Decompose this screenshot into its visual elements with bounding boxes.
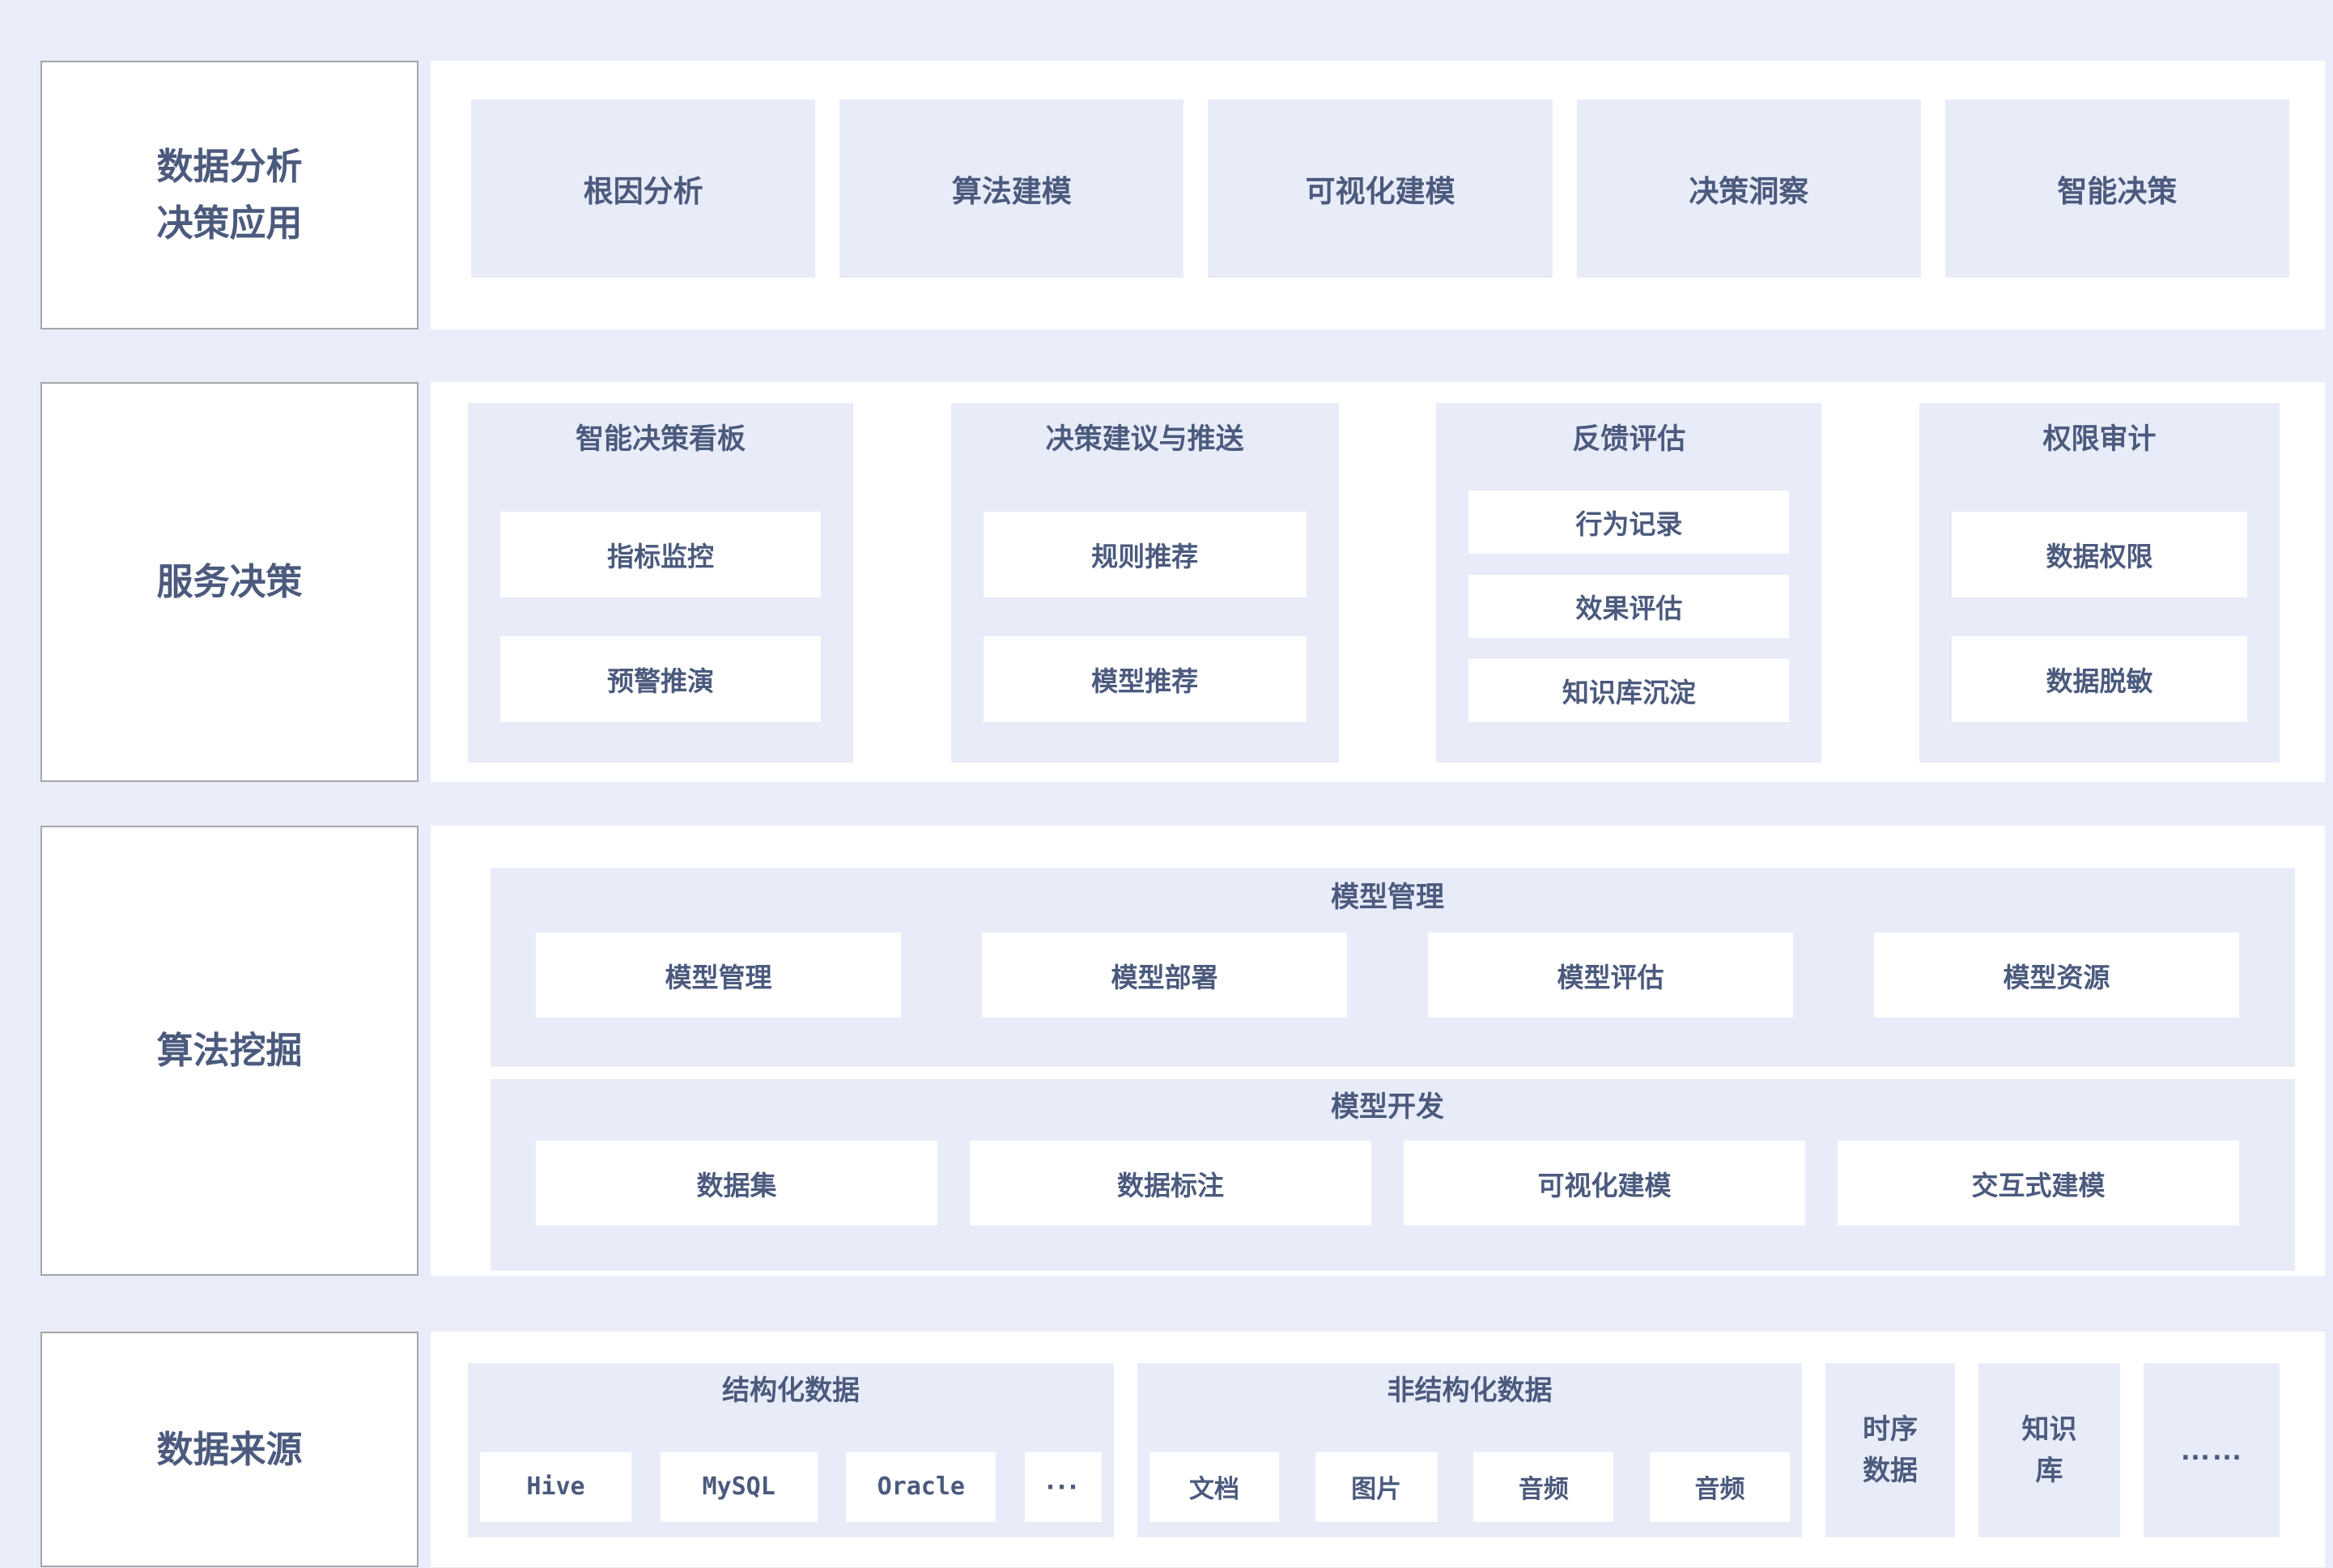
section-item-interactive-modeling: 交互式建模: [1838, 1141, 2239, 1226]
service-group-feedback-evaluation: 反馈评估 行为记录 效果评估 知识库沉淀: [1436, 403, 1822, 763]
group-items: 指标监控 预警推演: [500, 512, 821, 722]
group-title: 权限审计: [2042, 423, 2157, 455]
group-title: 结构化数据: [722, 1375, 860, 1406]
group-items: 文档 图片 音频 音频: [1137, 1451, 1802, 1522]
app-item-intelligent-decision: 智能决策: [1944, 100, 2290, 278]
app-item-algorithm-modeling: 算法建模: [839, 100, 1184, 278]
source-item-image: 图片: [1315, 1451, 1438, 1522]
section-model-development: 模型开发 数据集 数据标注 可视化建模 交互式建模: [491, 1079, 2295, 1271]
app-item-visual-modeling: 可视化建模: [1208, 100, 1553, 278]
group-item-data-masking: 数据脱敏: [1951, 636, 2247, 722]
section-title: 模型开发: [1330, 1091, 1444, 1123]
source-group-unstructured-data: 非结构化数据 文档 图片 音频 音频: [1137, 1363, 1802, 1537]
group-item-data-permission: 数据权限: [1951, 512, 2247, 597]
source-tile-knowledge-base: 知识 库: [1978, 1363, 2120, 1537]
source-item-audio: 音频: [1473, 1451, 1614, 1522]
layer-label-service-decision: 服务决策: [40, 382, 419, 782]
algorithm-mining-band: 模型管理 模型管理 模型部署 模型评估 模型资源 模型开发 数据集 数据标注 可…: [431, 826, 2325, 1276]
group-item-effect-evaluation: 效果评估: [1468, 575, 1790, 638]
group-items: Hive MySQL Oracle ···: [468, 1451, 1114, 1522]
source-item-mysql: MySQL: [660, 1451, 818, 1522]
section-item-data-labeling: 数据标注: [970, 1141, 1371, 1226]
section-items: 数据集 数据标注 可视化建模 交互式建模: [536, 1141, 2239, 1226]
service-group-permission-audit: 权限审计 数据权限 数据脱敏: [1919, 403, 2280, 763]
group-item-warning-simulation: 预警推演: [500, 636, 821, 722]
group-title: 智能决策看板: [575, 423, 746, 455]
source-item-oracle: Oracle: [846, 1451, 997, 1522]
source-item-hive: Hive: [480, 1451, 631, 1522]
section-item-model-resources: 模型资源: [1874, 933, 2239, 1018]
source-item-ellipsis: ···: [1024, 1451, 1102, 1522]
group-title: 非结构化数据: [1387, 1375, 1553, 1406]
app-item-decision-insight: 决策洞察: [1576, 100, 1921, 278]
section-title: 模型管理: [1330, 882, 1444, 913]
section-item-model-deployment: 模型部署: [982, 933, 1347, 1018]
group-item-knowledge-accumulation: 知识库沉淀: [1468, 659, 1790, 722]
layer-label-algorithm-mining: 算法挖掘: [40, 826, 419, 1276]
layer-applications: 数据分析 决策应用 根因分析 算法建模 可视化建模 决策洞察 智能决策: [40, 61, 2325, 329]
group-items: 数据权限 数据脱敏: [1951, 512, 2247, 722]
app-item-root-cause-analysis: 根因分析: [471, 100, 816, 278]
layer-data-sources: 数据来源 结构化数据 Hive MySQL Oracle ··· 非结构化数据 …: [40, 1332, 2325, 1567]
group-item-model-recommendation: 模型推荐: [983, 636, 1307, 722]
section-item-model-evaluation: 模型评估: [1428, 933, 1793, 1018]
service-group-dashboard: 智能决策看板 指标监控 预警推演: [468, 403, 853, 763]
group-item-metric-monitoring: 指标监控: [500, 512, 821, 597]
group-item-behavior-record: 行为记录: [1468, 491, 1790, 554]
service-decision-band: 智能决策看板 指标监控 预警推演 决策建议与推送 规则推荐 模型推荐 反馈评估 …: [431, 382, 2325, 782]
applications-band: 根因分析 算法建模 可视化建模 决策洞察 智能决策: [431, 61, 2325, 329]
group-title: 反馈评估: [1572, 423, 1686, 455]
layer-service-decision: 服务决策 智能决策看板 指标监控 预警推演 决策建议与推送 规则推荐 模型推荐 …: [40, 382, 2325, 782]
group-items: 行为记录 效果评估 知识库沉淀: [1468, 491, 1790, 722]
layer-label-data-sources: 数据来源: [40, 1332, 419, 1567]
group-items: 规则推荐 模型推荐: [983, 512, 1307, 722]
layer-algorithm-mining: 算法挖掘 模型管理 模型管理 模型部署 模型评估 模型资源 模型开发 数据集 数…: [40, 826, 2325, 1276]
source-tile-ellipsis: ……: [2144, 1363, 2280, 1537]
service-group-suggestion-push: 决策建议与推送 规则推荐 模型推荐: [950, 403, 1339, 763]
section-model-management: 模型管理 模型管理 模型部署 模型评估 模型资源: [491, 868, 2295, 1067]
source-tile-timeseries-data: 时序 数据: [1825, 1363, 1955, 1537]
section-items: 模型管理 模型部署 模型评估 模型资源: [536, 933, 2239, 1018]
source-group-structured-data: 结构化数据 Hive MySQL Oracle ···: [468, 1363, 1114, 1537]
group-title: 决策建议与推送: [1045, 423, 1244, 455]
source-item-audio-2: 音频: [1649, 1451, 1790, 1522]
layer-label-applications: 数据分析 决策应用: [40, 61, 419, 329]
section-item-model-management: 模型管理: [536, 933, 901, 1018]
section-item-dataset: 数据集: [536, 1141, 937, 1226]
section-item-visual-modeling: 可视化建模: [1404, 1141, 1805, 1226]
source-item-document: 文档: [1150, 1451, 1279, 1522]
data-sources-band: 结构化数据 Hive MySQL Oracle ··· 非结构化数据 文档 图片…: [431, 1332, 2325, 1567]
group-item-rule-recommendation: 规则推荐: [983, 512, 1307, 597]
